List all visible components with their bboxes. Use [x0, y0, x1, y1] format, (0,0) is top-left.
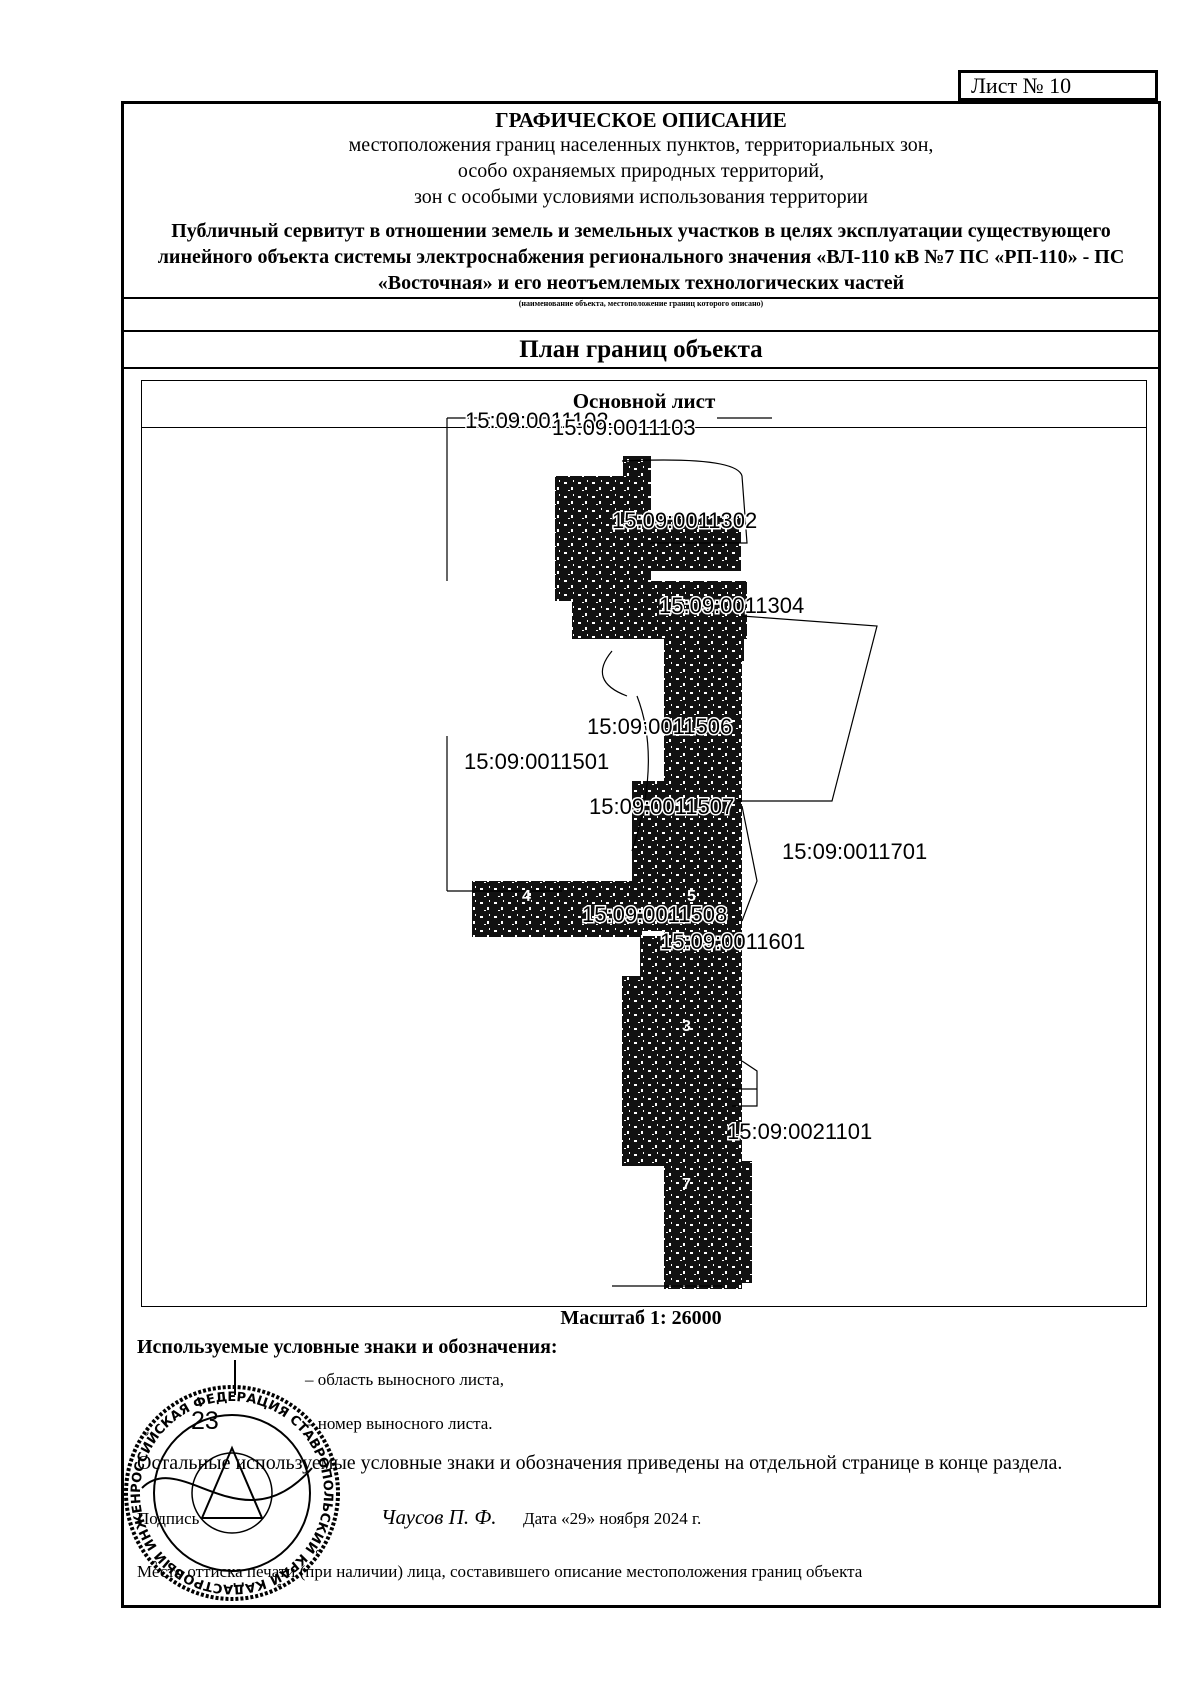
extra-sheet-number-symbol: 23: [191, 1407, 219, 1435]
stamp-place-label: Место оттиска печати (при наличии) лица,…: [137, 1562, 863, 1581]
cadastral-label: 15:09:0011102: [465, 408, 609, 433]
boundary-lines: [446, 417, 878, 1287]
legend-note: Остальные используемые условные знаки и …: [137, 1452, 1063, 1474]
imagery-strip-central: [622, 649, 752, 1289]
signature-label: Подпись: [137, 1509, 200, 1528]
cadastral-label: 15:09:0011501: [464, 749, 609, 774]
sheet-number-7: 7: [682, 1176, 691, 1193]
plan-title-divider: [124, 367, 1158, 369]
subtitle-line-3: зон с особыми условиями использования те…: [413, 186, 869, 208]
extra-sheet-area-symbol: [234, 1360, 236, 1395]
subtitle-line-1: местоположения границ населенных пунктов…: [348, 134, 934, 156]
cadastral-label: 15:09:0011508: [582, 902, 727, 927]
legend-item-extra-sheet-number: – номер выносного листа.: [305, 1414, 493, 1433]
round-seal: РОССИЙСКАЯ ФЕДЕРАЦИЯ СТАВРОПОЛЬСКИЙ КРАЙ…: [122, 1378, 340, 1601]
cadastral-label: 15:09:0011506: [587, 714, 732, 739]
object-name: Публичный сервитут в отношении земель и …: [157, 220, 1125, 294]
cadastral-label: 15:09:0021101: [727, 1119, 872, 1144]
object-caption: (наименование объекта, местоположение гр…: [518, 299, 764, 308]
cadastral-label: 15:09:0011507: [589, 794, 734, 819]
document-frame: ГРАФИЧЕСКОЕ ОПИСАНИЕ местоположения гран…: [121, 101, 1161, 1608]
subtitle-line-2: особо охраняемых природных территорий,: [457, 160, 825, 182]
map-scale: Масштаб 1: 26000: [560, 1307, 722, 1329]
header-divider: [124, 297, 1158, 299]
legend-item-extra-sheet-area: – область выносного листа,: [305, 1370, 504, 1389]
sheet-number-3: 3: [682, 1018, 691, 1035]
cadastral-label: 15:09:0011304: [659, 593, 804, 618]
cadastral-label: 15:09:0011701: [782, 839, 927, 864]
sheet-number-5: 5: [687, 888, 696, 905]
sheet-number-4: 4: [522, 888, 531, 905]
main-sheet-label: Основной лист: [572, 389, 716, 413]
legend-title: Используемые условные знаки и обозначени…: [137, 1336, 558, 1358]
document-header: ГРАФИЧЕСКОЕ ОПИСАНИЕ местоположения гран…: [124, 104, 1158, 308]
imagery-block-west: [472, 881, 642, 937]
map-panel-divider: [142, 427, 1146, 428]
imagery-block-north: [555, 456, 747, 661]
cadastral-label: 15:09:0011302: [612, 508, 757, 533]
caption-divider: [124, 330, 1158, 332]
sheet-number: Лист № 10: [958, 70, 1158, 101]
cadastral-label: 15:09:0011103: [552, 415, 696, 440]
signature-name: Чаусов П. Ф.: [381, 1505, 497, 1529]
boundary-map: 4 5 3 7 15:09:0011102 15:09:0011103 15:0…: [446, 407, 929, 1289]
document-title: ГРАФИЧЕСКОЕ ОПИСАНИЕ: [495, 108, 787, 132]
signature-date: Дата «29» ноября 2024 г.: [523, 1509, 702, 1528]
cadastral-label: 15:09:0011601: [660, 929, 805, 954]
map-panel: Основной лист: [141, 380, 1147, 1307]
plan-title: План границ объекта: [519, 336, 763, 363]
